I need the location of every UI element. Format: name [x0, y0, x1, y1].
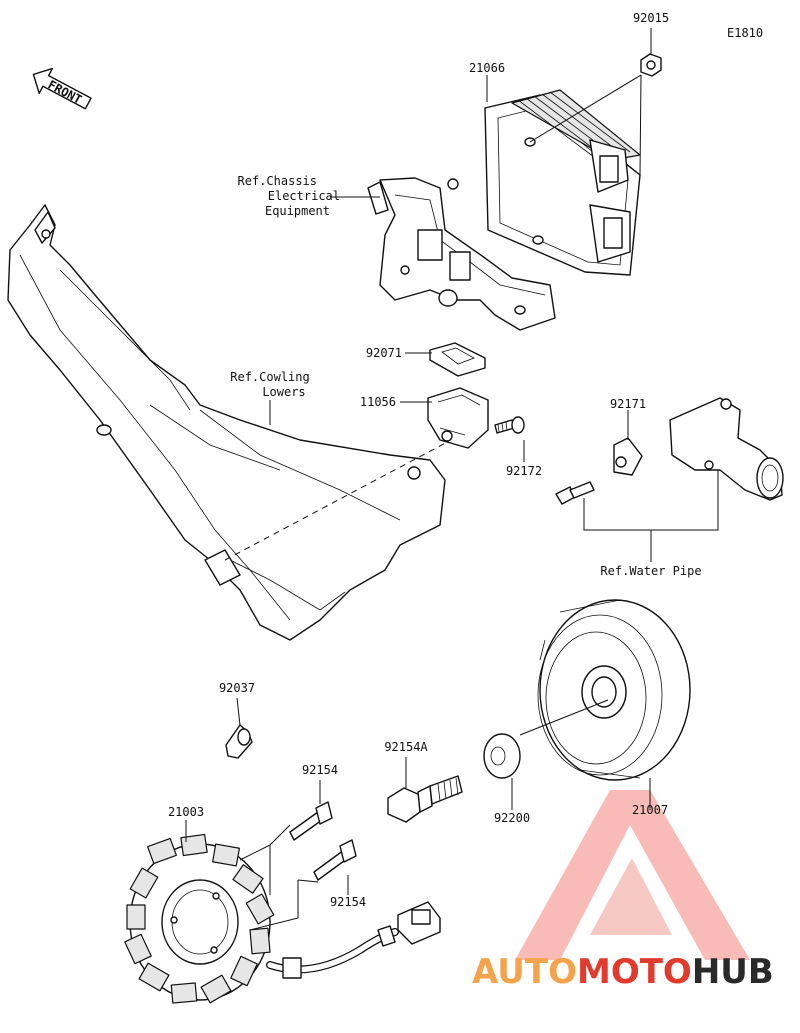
svg-text:AUTOMOTOHUB: AUTOMOTOHUB: [472, 952, 774, 992]
label-ref-water-pipe: Ref.Water Pipe: [600, 564, 701, 578]
label-21066: 21066: [469, 61, 505, 75]
watermark-logo: [515, 790, 750, 960]
regulator-rectifier-21066: [484, 89, 641, 276]
label-92071: 92071: [366, 346, 402, 360]
label-ref-cowling-2: Lowers: [262, 385, 305, 399]
stator-wiring-connector: [266, 901, 441, 979]
label-92154a: 92154A: [384, 740, 428, 754]
front-label: FRONT: [46, 78, 84, 107]
washer-92200: [483, 733, 521, 779]
label-11056: 11056: [360, 395, 396, 409]
bolt-water-pipe: [555, 481, 595, 505]
label-92037: 92037: [219, 681, 255, 695]
label-92154-top: 92154: [302, 763, 338, 777]
label-ref-chassis-2: Electrical: [268, 189, 340, 203]
diagram-code: E1810: [727, 26, 763, 40]
screw-92172: [494, 416, 525, 434]
bolt-92154a: [387, 775, 463, 823]
bracket-11056: [427, 387, 489, 449]
label-92015: 92015: [633, 11, 669, 25]
watermark-auto: AUTO: [472, 952, 577, 992]
watermark-hub: HUB: [692, 952, 774, 992]
front-direction-arrow: FRONT: [32, 67, 92, 110]
clamp-92171: [613, 437, 643, 476]
cowling-lowers-ref: [7, 204, 471, 641]
callout-labels: 92015 21066 Ref.Chassis Electrical Equip…: [168, 11, 702, 909]
bracket-chassis-electrical: [367, 177, 556, 331]
label-ref-chassis-1: Ref.Chassis: [238, 174, 317, 188]
label-92200: 92200: [494, 811, 530, 825]
bolt-92154-lower: [313, 839, 357, 881]
label-92154-bottom: 92154: [330, 895, 366, 909]
label-92171: 92171: [610, 397, 646, 411]
stator-21003: [124, 833, 275, 1004]
rotor-21007: [537, 599, 691, 781]
leader-lines: [185, 28, 719, 931]
label-ref-chassis-3: Equipment: [265, 204, 330, 218]
grommet-92071: [429, 342, 486, 377]
water-pipe-ref: [669, 397, 784, 501]
nut-92015: [640, 53, 662, 77]
label-ref-cowling-1: Ref.Cowling: [230, 370, 309, 384]
watermark-moto: MOTO: [577, 952, 692, 992]
bolt-92154-upper: [289, 801, 333, 841]
label-92172: 92172: [506, 464, 542, 478]
cap-92037: [225, 724, 253, 759]
label-21007: 21007: [632, 803, 668, 817]
label-21003: 21003: [168, 805, 204, 819]
watermark-text: AUTOMOTOHUB: [472, 952, 774, 992]
